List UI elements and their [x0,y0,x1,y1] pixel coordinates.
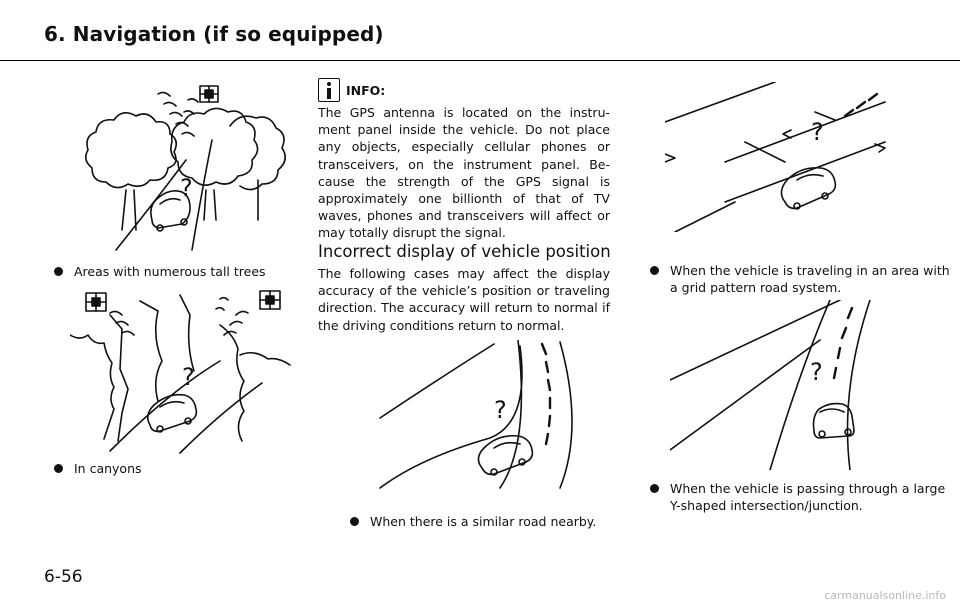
list-item: When the vehicle is traveling in an area… [648,262,950,296]
bullet-dot [650,484,659,493]
satellite-icon [259,290,281,310]
list-item: When there is a similar road nearby. [348,513,640,530]
question-mark: ? [180,174,193,202]
list-item: When the vehicle is passing through a la… [648,480,950,514]
list-item-text: When there is a similar road nearby. [370,514,597,529]
car-icon [150,190,191,232]
similar-road-illustration: ? [379,340,573,489]
bullet-dot [350,517,359,526]
bullet-dot [54,464,63,473]
question-mark: ? [811,118,824,146]
list-item-text: In canyons [74,461,142,476]
page-number: 6-56 [44,567,83,587]
car-icon [812,402,855,439]
info-heading: INFO: [318,78,385,102]
list-item: Areas with numerous tall trees [52,263,314,280]
question-mark: ? [810,358,823,386]
info-label: INFO: [346,82,386,98]
satellite-icon [85,292,107,312]
list-item-text: When the vehicle is traveling in an area… [670,263,950,295]
list-item-text: When the vehicle is passing through a la… [670,481,946,513]
watermark: carmanualsonline.info [824,589,946,602]
question-mark: ? [182,363,195,391]
car-icon [477,434,534,476]
y-intersection-illustration: ? [670,300,871,470]
canyon-illustration: ? [70,290,291,454]
bullet-dot [54,267,63,276]
tall-trees-illustration: ? [84,85,286,251]
section-paragraph: The following cases may affect the displ… [318,266,610,333]
section-title: Incorrect display of vehicle position [318,242,611,261]
question-mark: ? [494,396,507,424]
info-paragraph: The GPS antenna is located on the instru… [318,105,610,241]
header-divider [0,60,960,61]
satellite-icon [199,85,219,103]
bullet-dot [650,266,659,275]
page-title: 6. Navigation (if so equipped) [44,22,384,46]
car-icon [146,393,198,433]
car-icon [780,166,837,210]
grid-road-illustration: ? [665,82,886,232]
info-icon [318,78,340,102]
list-item: In canyons [52,460,314,477]
list-item-text: Areas with numerous tall trees [74,264,266,279]
